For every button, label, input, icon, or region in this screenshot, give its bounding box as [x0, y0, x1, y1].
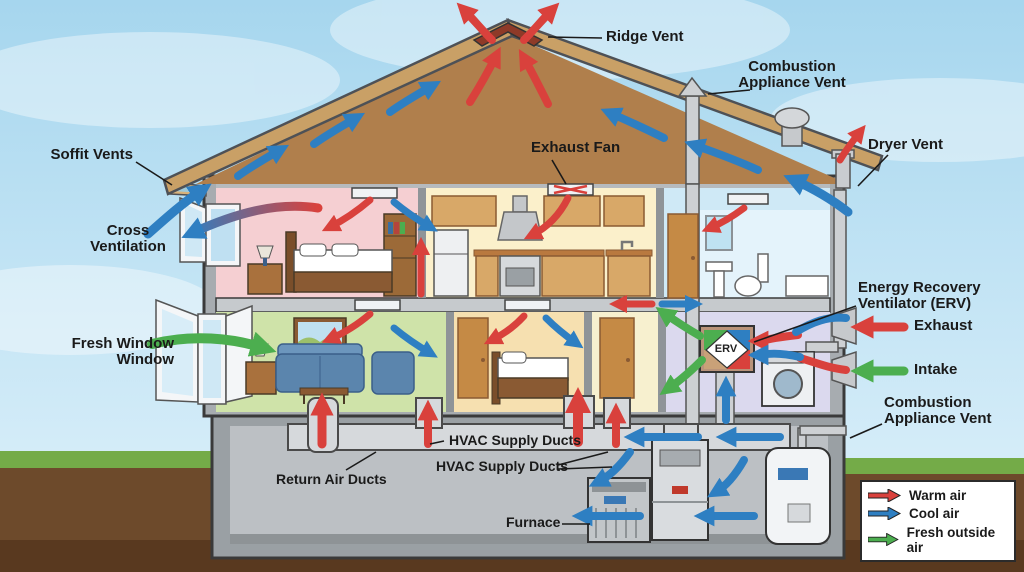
cool-arrow — [747, 344, 804, 366]
soffit-vents-label: Soffit Vents — [50, 146, 133, 163]
combustion-vent-top-label: Combustion Appliance Vent — [738, 58, 846, 92]
hallway-door — [599, 317, 635, 399]
water-heater — [765, 447, 831, 545]
warm-arrow — [518, 48, 552, 108]
cool-arrow — [234, 144, 290, 180]
warm-arrow — [520, 2, 560, 44]
exhaust-label: Exhaust — [914, 317, 973, 334]
fresh-arrow — [655, 307, 704, 340]
legend: Warm air Cool air Fresh outside air — [860, 480, 1016, 562]
combustion-vent-right-label: Combustion Appliance Vent — [884, 394, 992, 428]
warm-arrow — [747, 330, 802, 352]
warm-arrow — [523, 194, 572, 240]
cool-arrow — [386, 80, 442, 116]
legend-warm-air-label: Warm air — [909, 487, 967, 503]
legend-cool-air-label: Cool air — [909, 506, 960, 521]
cool-arrow — [390, 198, 438, 232]
hvac-supply-ducts-upper-label: HVAC Supply Ducts — [449, 432, 581, 448]
ceiling-strip — [216, 182, 830, 188]
warm-arrow — [456, 2, 496, 44]
bathroom-fixtures — [667, 213, 829, 299]
warm-arrow — [701, 204, 748, 233]
legend-item-cool-air: Cool air — [868, 506, 1008, 521]
cross-ventilation-label: Cross Ventilation — [90, 222, 166, 256]
cool-air-arrows — [143, 80, 853, 527]
upper-bedroom-furniture — [247, 213, 417, 297]
basement-floor — [230, 534, 828, 544]
lower-bedroom-furniture — [457, 317, 569, 405]
grass-left — [0, 451, 213, 468]
warm-arrow — [796, 354, 850, 374]
cool-arrow — [310, 112, 366, 148]
furnace-label: Furnace — [506, 514, 561, 530]
fresh-window-arrow — [147, 331, 277, 357]
cool-arrow — [783, 174, 853, 217]
legend-item-fresh-air: Fresh outside air — [868, 525, 1008, 555]
warm-arrow — [836, 124, 866, 164]
dryer-vent-label: Dryer Vent — [868, 136, 944, 153]
cool-arrow — [143, 183, 212, 239]
cool-arrow — [792, 313, 850, 336]
cool-arrow — [684, 138, 762, 174]
ac-unit — [587, 477, 651, 543]
static-roof-vent — [774, 107, 810, 147]
warm-arrow — [483, 312, 528, 345]
fresh-air-arrow-icon — [868, 533, 899, 546]
erv-label: Energy Recovery Ventilator (ERV) — [858, 279, 981, 313]
erv-unit-label: ERV — [714, 343, 738, 355]
exhaust-fan-blades — [553, 184, 588, 195]
exhaust-fan-label: Exhaust Fan — [531, 139, 621, 156]
fresh-arrow — [659, 356, 706, 395]
legend-fresh-air-label: Fresh outside air — [906, 524, 996, 555]
warm-arrow — [321, 310, 374, 344]
cool-air-arrow-icon — [868, 507, 902, 520]
fresh-air-arrows — [147, 307, 909, 395]
intake-label: Intake — [914, 361, 958, 378]
dryer-duct — [805, 189, 847, 353]
warm-arrow — [321, 196, 374, 232]
hvac-supply-ducts-lower-label: HVAC Supply Ducts — [436, 458, 568, 474]
warm-air-arrow-icon — [868, 488, 902, 502]
furnace — [651, 439, 709, 541]
cool-arrow — [588, 448, 634, 487]
fresh-window-label: Fresh Window Window — [71, 335, 174, 369]
warm-arrow — [466, 46, 501, 106]
return-air-ducts-label: Return Air Ducts — [276, 471, 387, 487]
ridge-vent-label: Ridge Vent — [606, 28, 684, 45]
clouds — [0, 0, 1024, 355]
cross-ventilation-arrow — [181, 201, 323, 239]
cool-arrow — [542, 314, 584, 349]
cool-arrow — [707, 456, 748, 498]
warm-air-arrows — [310, 2, 909, 449]
callout-lines — [135, 36, 889, 525]
legend-item-warm-air: Warm air — [868, 488, 1008, 503]
cool-arrow — [600, 107, 668, 142]
grass-right — [840, 458, 1024, 474]
cool-arrow — [390, 324, 438, 358]
